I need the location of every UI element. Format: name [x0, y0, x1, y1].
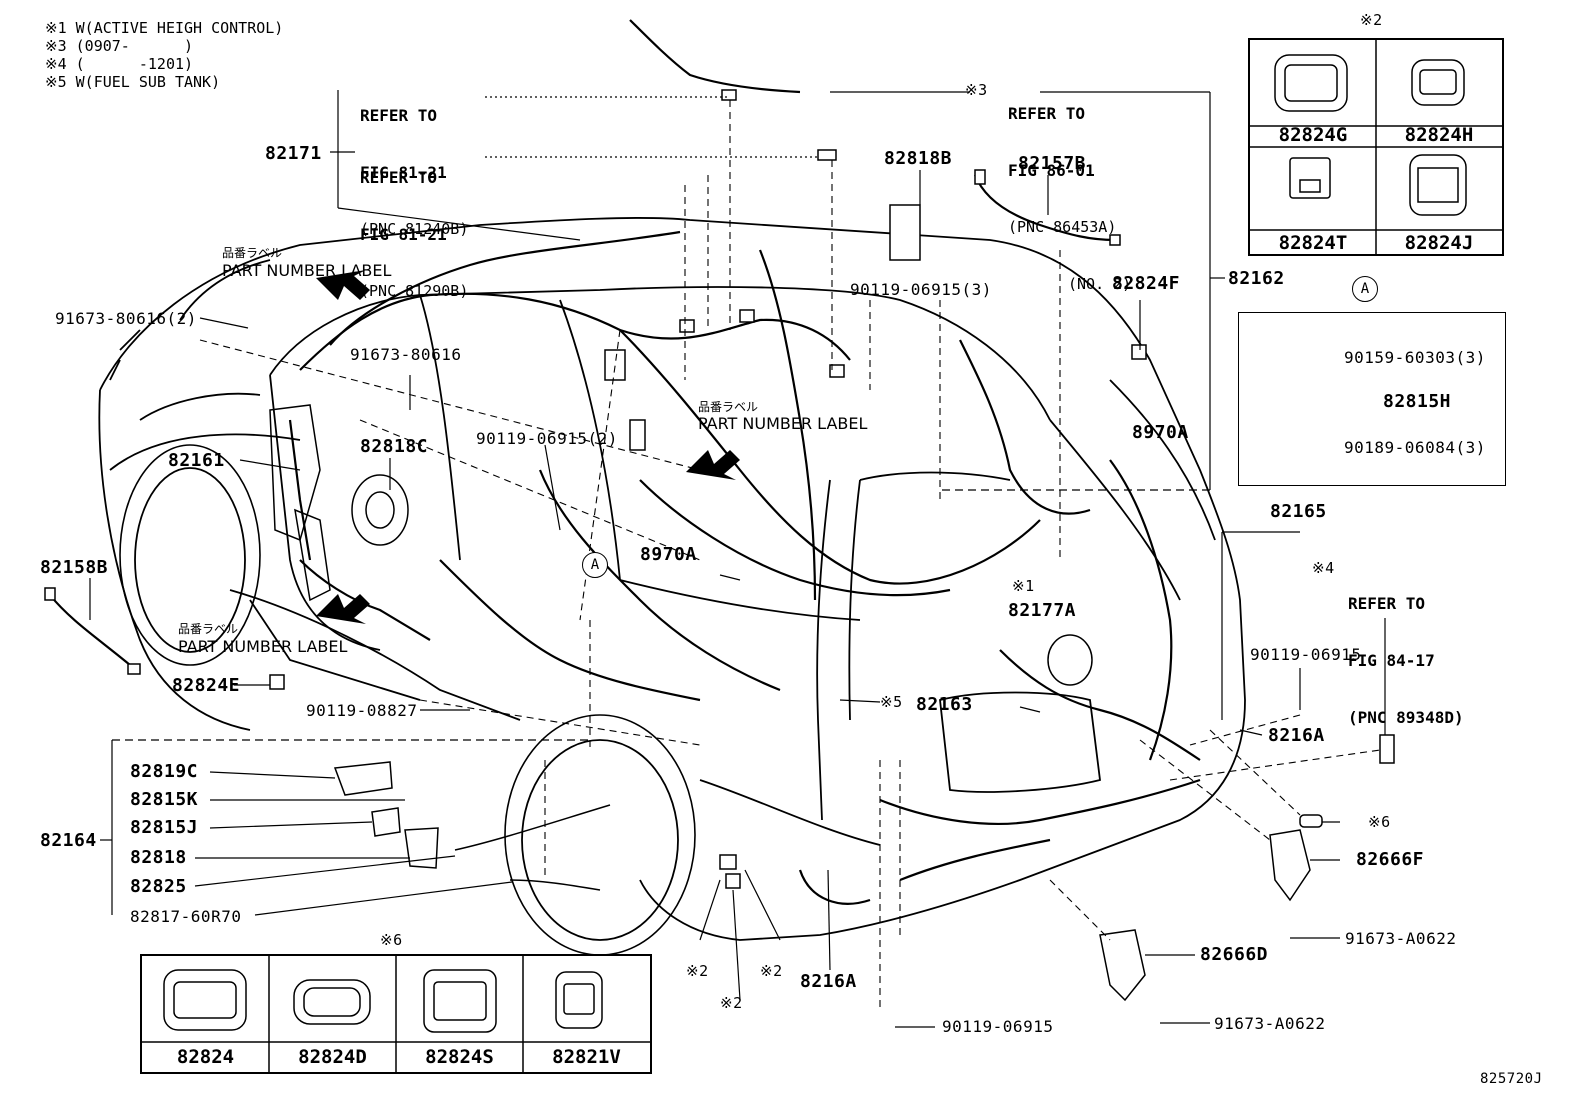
part-82815k[interactable]: 82815K [130, 789, 199, 810]
part-number-label-jp: 品番ラベル [178, 622, 239, 636]
connector-box-2: 82824G 82824H 82824T 82824J [1248, 38, 1504, 256]
part-91673-80616[interactable]: 91673-80616 [350, 345, 462, 364]
mark-3: ※3 [965, 81, 988, 99]
arrows [316, 270, 740, 624]
part-82666f[interactable]: 82666F [1356, 849, 1425, 870]
part-82818b[interactable]: 82818B [884, 148, 953, 169]
refer-line: (PNC 81240B) [360, 220, 469, 238]
part-82177a[interactable]: 82177A [1008, 600, 1077, 621]
part-82815h[interactable]: 82815H [1383, 391, 1452, 412]
connector-82824h[interactable]: 82824H [1404, 124, 1474, 146]
refer-line: FIG 84-17 [1348, 651, 1435, 670]
connector-box-6: 82824 82824D 82824S 82821V [140, 954, 652, 1074]
part-82161[interactable]: 82161 [168, 450, 225, 471]
part-number-label-jp: 品番ラベル [698, 400, 759, 414]
refer-81290b[interactable]: REFER TO FIG 81-21 (PNC 81290B) [360, 130, 468, 320]
part-82818[interactable]: 82818 [130, 847, 187, 868]
part-82158b[interactable]: 82158B [40, 557, 109, 578]
connector-82821v[interactable]: 82821V [552, 1046, 621, 1068]
part-82666d[interactable]: 82666D [1200, 944, 1269, 965]
connector-82824j[interactable]: 82824J [1404, 232, 1474, 254]
mark-5: ※5 [880, 693, 903, 711]
part-8216a[interactable]: 8216A [1268, 725, 1325, 746]
refer-line: REFER TO [360, 106, 438, 125]
mark-2: ※2 [686, 962, 709, 980]
part-90119-06915[interactable]: 90119-06915 [942, 1017, 1054, 1036]
part-90189-06084-3[interactable]: 90189-06084(3) [1344, 438, 1486, 457]
refer-line: FIG 81-21 [360, 225, 447, 244]
part-82165[interactable]: 82165 [1270, 501, 1327, 522]
note-3: ※3 (0907- ) [45, 37, 194, 55]
connector-82824g[interactable]: 82824G [1278, 124, 1348, 146]
detail-box-a: 90159-60303(3) 82815H 90189-06084(3) [1238, 312, 1506, 486]
refer-line: (PNC 86453A) [1008, 218, 1117, 236]
part-91673-80616-2[interactable]: 91673-80616(2) [55, 309, 197, 328]
part-82817-60r70[interactable]: 82817-60R70 [130, 907, 242, 926]
mark-6: ※6 [1368, 813, 1391, 831]
refer-line: REFER TO [360, 168, 438, 187]
note-1: ※1 W(ACTIVE HEIGH CONTROL) [45, 19, 284, 37]
connectors [44, 89, 1395, 889]
mark-1: ※1 [1012, 577, 1035, 595]
part-82162[interactable]: 82162 [1228, 268, 1285, 289]
callout-a[interactable]: A [1352, 276, 1378, 302]
note-5: ※5 W(FUEL SUB TANK) [45, 73, 221, 91]
box-2-mark: ※2 [1360, 11, 1383, 29]
leader-lines [89, 90, 1386, 1028]
part-number-label-jp: 品番ラベル [222, 246, 283, 260]
part-90119-06915[interactable]: 90119-06915 [1250, 645, 1362, 664]
part-8216a[interactable]: 8216A [800, 971, 857, 992]
part-number-label: PART NUMBER LABEL [222, 261, 392, 280]
part-90119-08827[interactable]: 90119-08827 [306, 701, 418, 720]
connector-82824[interactable]: 82824 [176, 1046, 235, 1068]
part-90159-60303-3[interactable]: 90159-60303(3) [1344, 348, 1486, 367]
refer-line: (PNC 89348D) [1348, 708, 1464, 727]
box-6-mark: ※6 [380, 931, 403, 949]
part-91673-a0622[interactable]: 91673-A0622 [1214, 1014, 1326, 1033]
vehicle-body [98, 217, 1246, 956]
part-8970a[interactable]: 8970A [640, 544, 697, 565]
mark-2: ※2 [720, 994, 743, 1012]
connector-82824t[interactable]: 82824T [1278, 232, 1348, 254]
part-82164[interactable]: 82164 [40, 830, 97, 851]
refer-line: FIG 81-21 [360, 163, 447, 182]
callout-a[interactable]: A [582, 552, 608, 578]
note-4: ※4 ( -1201) [45, 55, 194, 73]
refer-line: FIG 86-01 [1008, 161, 1095, 180]
part-8970a[interactable]: 8970A [1132, 422, 1189, 443]
connector-82824s[interactable]: 82824S [425, 1046, 494, 1068]
mark-4: ※4 [1312, 559, 1335, 577]
part-82163[interactable]: 82163 [916, 694, 973, 715]
dashed-lines [199, 100, 1381, 1010]
refer-line: REFER TO [1008, 104, 1086, 123]
part-82171[interactable]: 82171 [265, 143, 322, 164]
part-82824e[interactable]: 82824E [172, 675, 241, 696]
part-90119-06915-2[interactable]: 90119-06915(2) [476, 429, 618, 448]
part-90119-06915-3[interactable]: 90119-06915(3) [850, 280, 992, 299]
refer-line: REFER TO [1348, 594, 1426, 613]
connector-82824d[interactable]: 82824D [298, 1046, 367, 1068]
part-91673-a0622[interactable]: 91673-A0622 [1345, 929, 1457, 948]
mark-2: ※2 [760, 962, 783, 980]
wire-harnesses [49, 19, 1201, 905]
figure-number: 825720J [1480, 1071, 1543, 1087]
refer-86453a[interactable]: REFER TO FIG 86-01 (PNC 86453A) (NO. 2) [1008, 66, 1131, 313]
part-number-label: PART NUMBER LABEL [178, 637, 348, 656]
refer-81240b[interactable]: REFER TO FIG 81-21 (PNC 81240B) [360, 68, 468, 258]
part-82815j[interactable]: 82815J [130, 817, 199, 838]
part-82818c[interactable]: 82818C [360, 436, 429, 457]
part-82825[interactable]: 82825 [130, 876, 187, 897]
refer-line: (PNC 81290B) [360, 282, 469, 300]
part-82819c[interactable]: 82819C [130, 761, 199, 782]
refer-89348d[interactable]: REFER TO FIG 84-17 (PNC 89348D) [1348, 556, 1464, 746]
part-82157b[interactable]: 82157B [1018, 153, 1087, 174]
part-82824f[interactable]: 82824F [1112, 273, 1181, 294]
refer-line: (NO. 2) [1068, 275, 1132, 293]
part-number-label: PART NUMBER LABEL [698, 414, 868, 433]
